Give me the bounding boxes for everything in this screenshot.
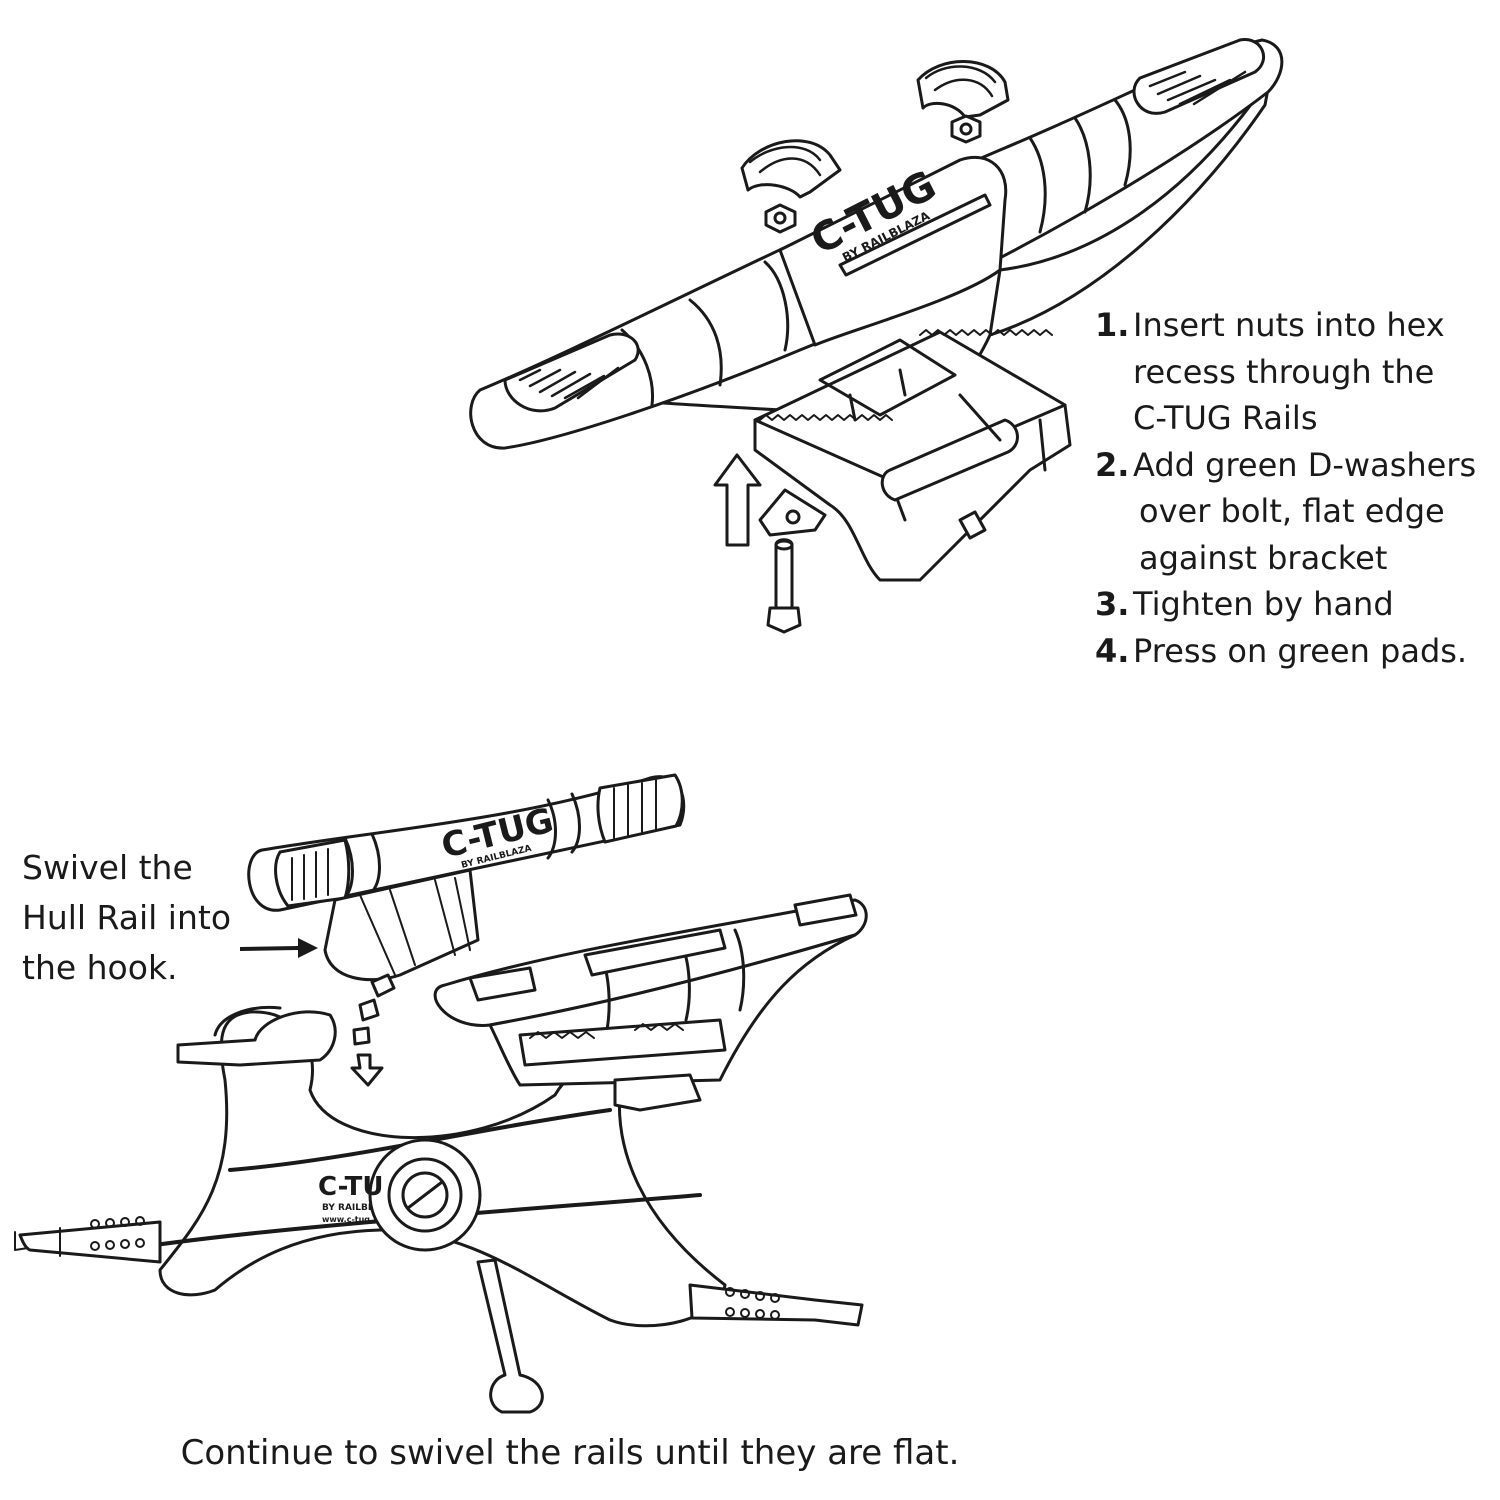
step-number: 4. <box>1095 631 1130 670</box>
swivel-arrow-dashed-1 <box>372 975 394 996</box>
swivel-caption-line: the hook. <box>22 948 178 987</box>
hex-nut-right <box>952 116 980 142</box>
step-text-line: Insert nuts into hex <box>1133 306 1445 344</box>
swivel-caption-line: Swivel the <box>22 848 193 887</box>
base-frame: C-TU BY RAILBL www.c-tug <box>15 1007 862 1412</box>
step-2: 2. Add green D-washers over bolt, flat e… <box>1095 442 1495 582</box>
frame-logo: C-TU <box>318 1172 384 1202</box>
step-text-line: Tighten by hand <box>1133 585 1394 623</box>
swivel-rail-hub <box>585 930 725 975</box>
step-text-line: Add green D-washers <box>1133 445 1477 484</box>
up-arrow-hollow <box>715 455 760 545</box>
step-number: 1. <box>1095 306 1130 344</box>
hull-rail-bands <box>345 794 580 898</box>
swivel-rail-clip <box>520 1020 725 1065</box>
swivel-arrow-head <box>352 1055 382 1085</box>
step-1: 1. Insert nuts into hex recess through t… <box>1095 302 1495 442</box>
swivel-caption-line: Hull Rail into <box>22 898 232 937</box>
swivel-rail-knob <box>615 1075 700 1110</box>
hull-rail-grip-right <box>598 775 682 842</box>
mounting-bracket <box>755 330 1070 580</box>
swivel-arrow-dashed-3 <box>354 1028 369 1044</box>
frame-arm-left-holes <box>91 1217 144 1250</box>
hex-nut-left <box>766 205 795 232</box>
rail-grip-ribs-left <box>520 368 618 398</box>
frame-logo-sub: BY RAILBL <box>322 1203 374 1213</box>
rubber-pad-center-upper <box>742 141 840 197</box>
swivel-rail-grip-left <box>470 968 535 1000</box>
step-text-line: Press on green pads. <box>1133 631 1468 670</box>
frame-logo-url: www.c-tug <box>322 1215 370 1224</box>
step-text-line: recess through the <box>1133 352 1435 391</box>
step-number: 3. <box>1095 585 1130 623</box>
swivel-caption: Swivel the Hull Rail into the hook. <box>22 843 282 993</box>
bracket-serration <box>760 330 1052 420</box>
step-3: 3. Tighten by hand <box>1095 581 1495 628</box>
step-text-line: C-TUG Rails <box>1133 399 1318 437</box>
bracket-roller <box>882 420 1017 500</box>
pointer-arrow <box>240 938 318 958</box>
frame-arm-right-holes <box>726 1288 779 1319</box>
rubber-pad-center-lower <box>918 61 1008 117</box>
swivel-rail <box>435 895 866 1110</box>
continue-caption: Continue to swivel the rails until they … <box>180 1433 960 1473</box>
step-text-line: over bolt, flat edge <box>1139 492 1445 530</box>
frame-arm-left <box>20 1222 160 1262</box>
step-4: 4. Press on green pads. <box>1095 628 1495 675</box>
hull-rail-tube <box>249 777 684 911</box>
assembly-steps: 1. Insert nuts into hex recess through t… <box>1095 302 1495 674</box>
bracket-hinge <box>960 512 985 538</box>
frame-upper-hook <box>178 1012 335 1065</box>
rail-segment-lines <box>622 100 1130 405</box>
step-number: 2. <box>1095 445 1130 484</box>
swivel-rail-grip-right <box>795 895 856 925</box>
frame-stand-leg <box>478 1260 542 1412</box>
bolt <box>768 540 800 632</box>
step-text-line: against bracket <box>1139 538 1388 577</box>
hull-rail-grip-left <box>276 840 349 906</box>
d-washer <box>760 490 825 535</box>
swivel-arrow-dashed-2 <box>360 1000 378 1020</box>
hull-rail: C-TUG BY RAILBLAZA <box>249 775 684 980</box>
rail-center-slot <box>840 195 990 275</box>
rail-grip-ribs-right <box>1150 72 1245 104</box>
